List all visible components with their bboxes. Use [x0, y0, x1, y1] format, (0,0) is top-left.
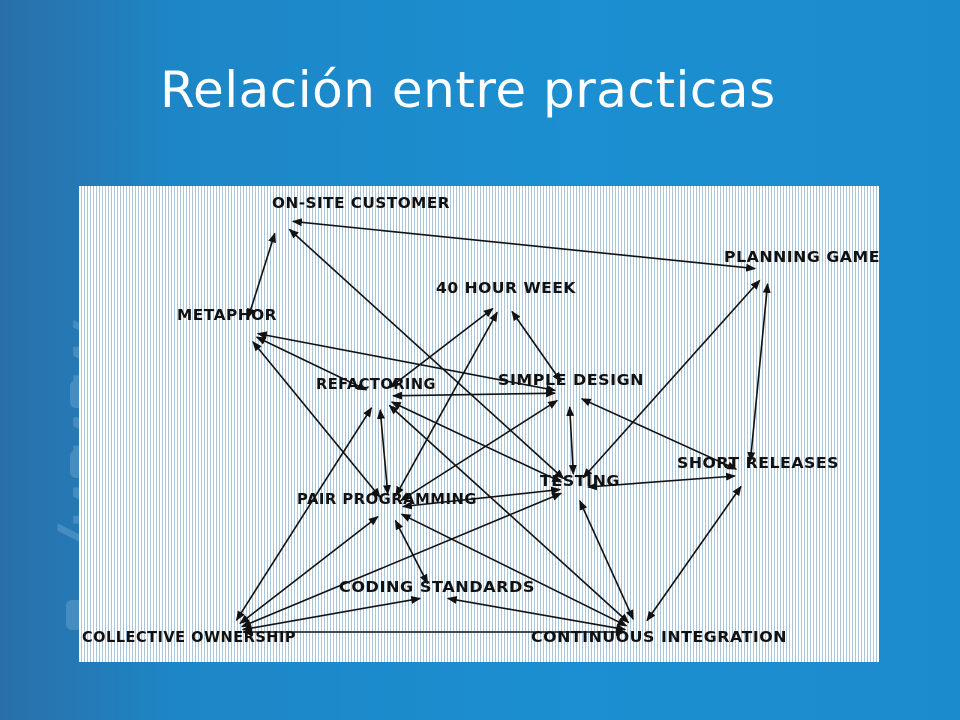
node-testing: TESTING	[540, 472, 620, 490]
node-simple: SIMPLE DESIGN	[498, 371, 644, 389]
slide-title: Relación entre practicas	[160, 61, 776, 119]
edge-onsite-metaphor	[247, 232, 276, 319]
node-continuous: CONTINUOUS INTEGRATION	[531, 628, 787, 646]
edge-short-continuous	[646, 485, 742, 622]
edge-pair-coding	[394, 519, 429, 585]
practices-diagram: ON-SITE CUSTOMER PLANNING GAME 40 HOUR WEE…	[79, 186, 879, 662]
node-coding: CODING STANDARDS	[339, 578, 535, 596]
edge-planning-short	[747, 282, 771, 463]
edge-coding-continuous	[446, 596, 627, 632]
node-planning: PLANNING GAME	[724, 248, 879, 266]
edge-onsite-planning	[291, 218, 757, 272]
labels-layer: ON-SITE CUSTOMER PLANNING GAME 40 HOUR WEE…	[82, 194, 879, 646]
edge-simple-pair	[399, 399, 559, 502]
edge-refactoring-simple	[392, 389, 556, 400]
edge-coding-collective	[241, 596, 422, 632]
edge-refactoring-pair	[377, 408, 391, 496]
node-hour40: 40 HOUR WEEK	[436, 279, 577, 297]
node-refactoring: REFACTORING	[316, 375, 436, 393]
edge-pair-collective	[239, 515, 379, 625]
edge-simple-testing	[566, 406, 577, 475]
node-collective: COLLECTIVE OWNERSHIP	[82, 628, 296, 646]
edge-testing-continuous	[579, 499, 634, 621]
node-metaphor: METAPHOR	[177, 306, 277, 324]
node-short: SHORT RELEASES	[677, 454, 839, 472]
practices-diagram-canvas: ON-SITE CUSTOMER PLANNING GAME 40 HOUR WEE…	[82, 194, 879, 646]
edges-layer	[235, 218, 771, 636]
edge-short-testing	[587, 472, 736, 491]
edge-testing-collective	[240, 492, 563, 628]
node-pair: PAIR PROGRAMMING	[297, 490, 477, 508]
node-onsite: ON-SITE CUSTOMER	[272, 194, 450, 212]
edge-simple-short	[580, 398, 738, 470]
